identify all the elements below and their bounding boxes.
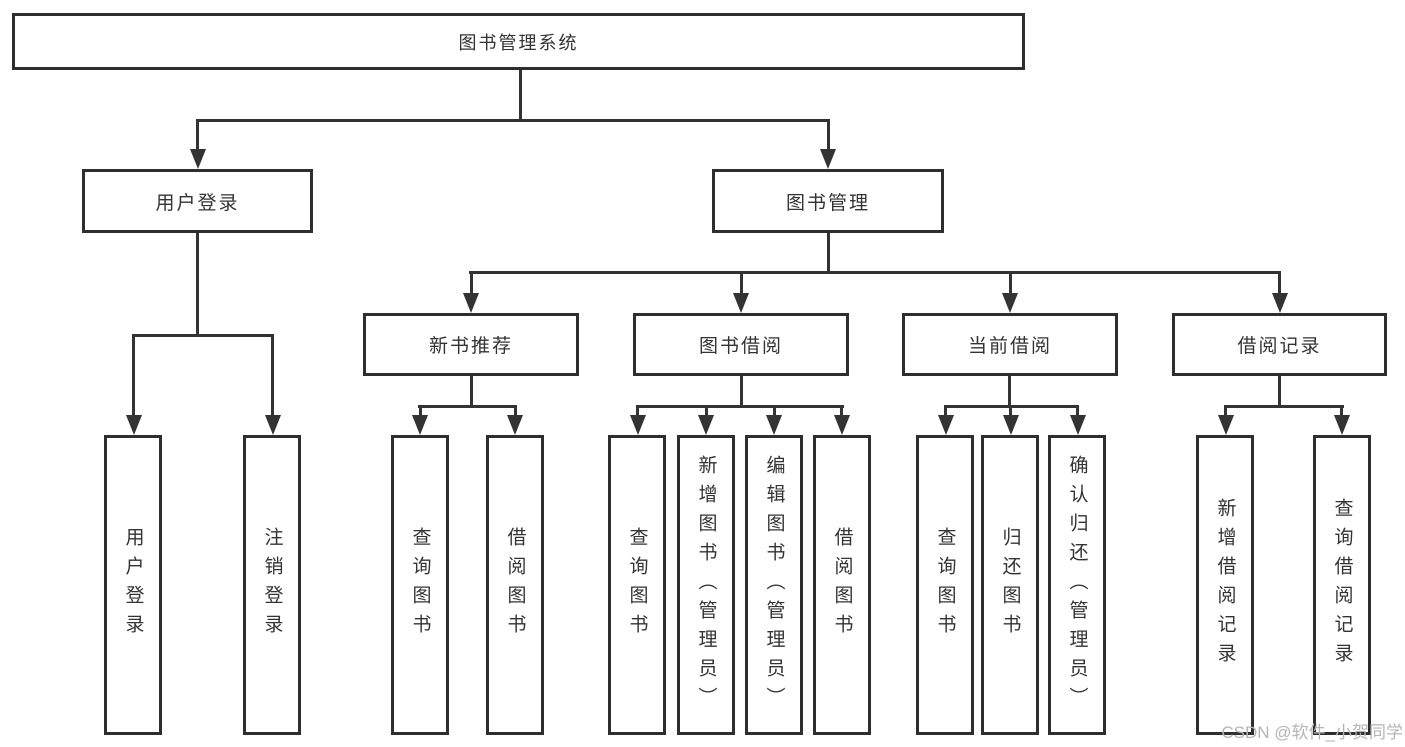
arrowhead-icon bbox=[1218, 415, 1234, 435]
node-query-borrow-record: 查询借阅记录 bbox=[1313, 435, 1371, 735]
node-query-books-borrow: 查询图书 bbox=[608, 435, 666, 735]
connector-drop bbox=[944, 405, 947, 415]
node-user-login: 用户登录 bbox=[82, 169, 313, 233]
arrowhead-icon bbox=[820, 149, 836, 169]
connector-new-book-stem bbox=[470, 376, 473, 405]
arrowhead-icon bbox=[190, 149, 206, 169]
connector-drop bbox=[1224, 405, 1227, 415]
connector-current-borrow-stem bbox=[1008, 376, 1011, 405]
connector-book-borrow-split bbox=[636, 405, 844, 408]
connector-borrow-records-split bbox=[1224, 405, 1344, 408]
node-add-books-admin: 新增图书（管理员） bbox=[677, 435, 735, 735]
arrowhead-icon bbox=[1334, 415, 1350, 435]
node-book-management: 图书管理 bbox=[712, 169, 944, 233]
connector-book-mgmt-split bbox=[469, 271, 1281, 274]
connector-drop bbox=[1009, 405, 1012, 415]
connector-drop bbox=[514, 405, 517, 415]
arrowhead-icon bbox=[1272, 293, 1288, 313]
arrowhead-icon bbox=[1003, 415, 1019, 435]
connector-drop-borrow-records bbox=[1278, 271, 1281, 293]
connector-drop bbox=[840, 405, 843, 415]
node-query-books-recommend: 查询图书 bbox=[391, 435, 449, 735]
connector-borrow-records-stem bbox=[1278, 376, 1281, 405]
node-query-books-current: 查询图书 bbox=[916, 435, 974, 735]
arrowhead-icon bbox=[507, 415, 523, 435]
node-add-borrow-record: 新增借阅记录 bbox=[1196, 435, 1254, 735]
arrowhead-icon bbox=[766, 415, 782, 435]
node-edit-books-admin: 编辑图书（管理员） bbox=[745, 435, 803, 735]
node-book-borrow: 图书借阅 bbox=[633, 313, 849, 376]
arrowhead-icon bbox=[938, 415, 954, 435]
node-borrow-books-leaf: 借阅图书 bbox=[813, 435, 871, 735]
connector-drop bbox=[1340, 405, 1343, 415]
connector-book-mgmt-stem bbox=[827, 233, 830, 271]
node-current-borrow: 当前借阅 bbox=[902, 313, 1118, 376]
node-user-login-leaf: 用户登录 bbox=[104, 435, 162, 735]
arrowhead-icon bbox=[834, 415, 850, 435]
arrowhead-icon bbox=[412, 415, 428, 435]
node-borrow-books-recommend: 借阅图书 bbox=[486, 435, 544, 735]
connector-drop-book-borrow bbox=[740, 271, 743, 293]
arrowhead-icon bbox=[1002, 293, 1018, 313]
connector-user-login-stem bbox=[196, 233, 199, 335]
connector-drop-logout bbox=[271, 334, 274, 415]
arrowhead-icon bbox=[265, 415, 281, 435]
connector-drop bbox=[636, 405, 639, 415]
arrowhead-icon bbox=[698, 415, 714, 435]
connector-drop bbox=[705, 405, 708, 415]
connector-root-split bbox=[196, 119, 830, 122]
arrowhead-icon bbox=[463, 293, 479, 313]
node-logout-leaf: 注销登录 bbox=[243, 435, 301, 735]
node-book-management-system: 图书管理系统 bbox=[12, 13, 1025, 70]
connector-drop-new-book bbox=[470, 271, 473, 293]
connector-drop-user-login bbox=[196, 119, 199, 149]
arrowhead-icon bbox=[733, 293, 749, 313]
watermark: CSDN @软件_小贺同学 bbox=[1221, 723, 1403, 742]
node-return-books: 归还图书 bbox=[981, 435, 1039, 735]
connector-user-login-split bbox=[132, 334, 274, 337]
connector-drop bbox=[1076, 405, 1079, 415]
connector-drop-book-management bbox=[827, 119, 830, 149]
connector-root-stem bbox=[519, 70, 522, 120]
node-borrow-records: 借阅记录 bbox=[1172, 313, 1387, 376]
arrowhead-icon bbox=[126, 415, 142, 435]
connector-drop bbox=[419, 405, 422, 415]
node-confirm-return-admin: 确认归还（管理员） bbox=[1048, 435, 1106, 735]
connector-drop-current-borrow bbox=[1009, 271, 1012, 293]
arrowhead-icon bbox=[1070, 415, 1086, 435]
node-new-book-recommend: 新书推荐 bbox=[363, 313, 579, 376]
connector-drop-login bbox=[132, 334, 135, 415]
arrowhead-icon bbox=[630, 415, 646, 435]
connector-book-borrow-stem bbox=[740, 376, 743, 405]
connector-drop bbox=[773, 405, 776, 415]
connector-new-book-split bbox=[418, 405, 517, 408]
